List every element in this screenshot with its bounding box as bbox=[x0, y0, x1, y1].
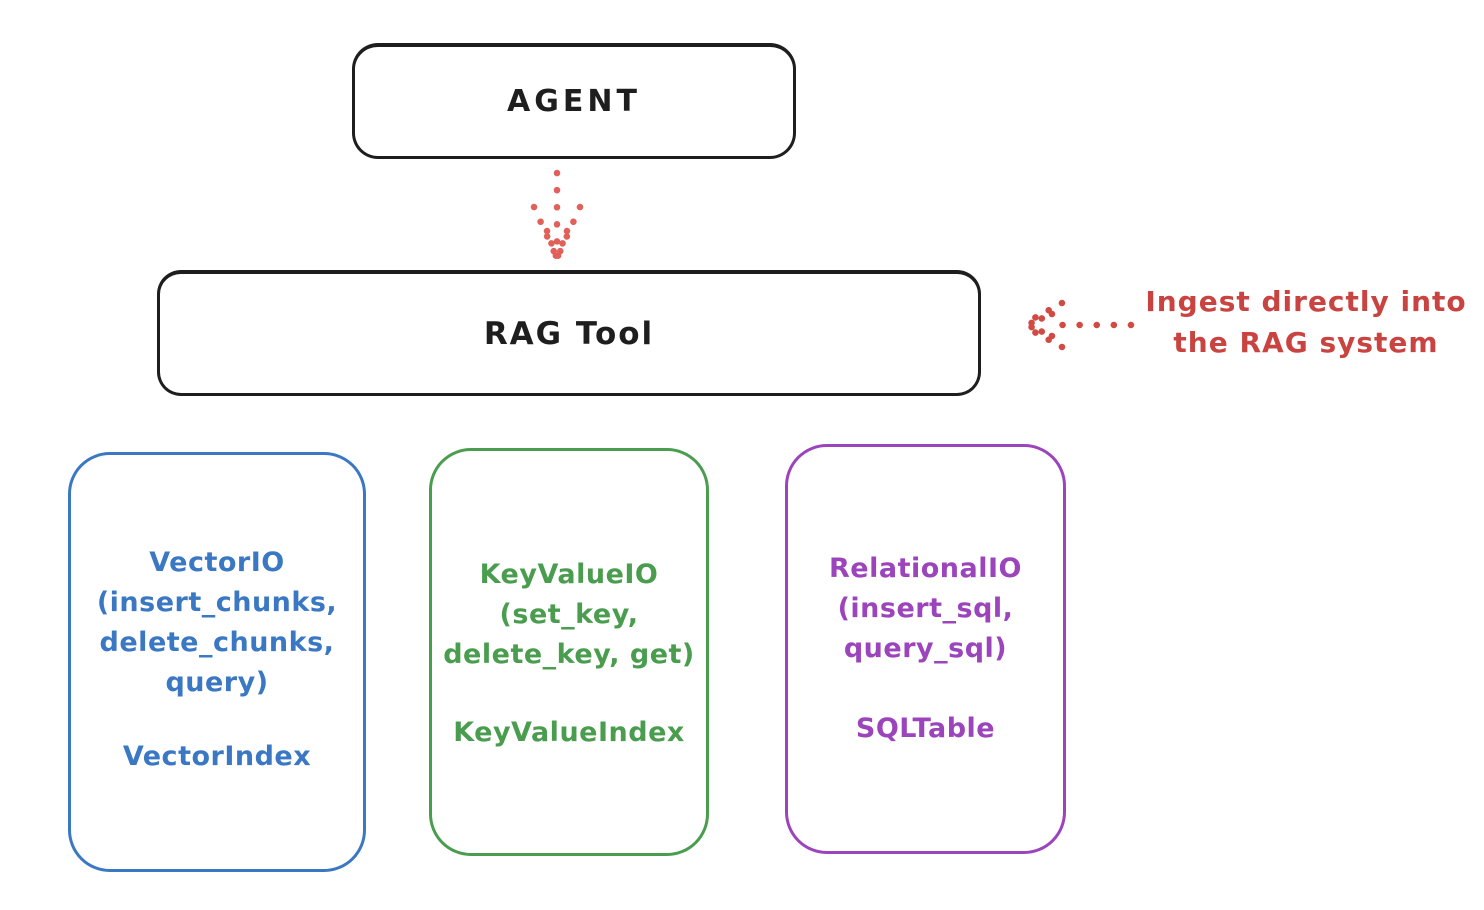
card-title-line: delete_chunks, bbox=[99, 627, 335, 658]
ingest-annotation-line2: the RAG system bbox=[1173, 326, 1439, 359]
rag-tool-node: RAG Tool bbox=[157, 270, 981, 396]
card-title-line: KeyValueIO bbox=[479, 559, 659, 590]
ingest-annotation-line1: Ingest directly into bbox=[1145, 285, 1467, 318]
keyvalue-io-card: KeyValueIO (set_key, delete_key, get) Ke… bbox=[429, 448, 709, 856]
card-title-line: VectorIO bbox=[149, 547, 285, 578]
card-title-line: (set_key, bbox=[499, 599, 639, 630]
card-title-line: query_sql) bbox=[843, 633, 1008, 664]
card-title-line: (insert_chunks, bbox=[96, 587, 338, 618]
relational-io-card: RelationalIO (insert_sql, query_sql) SQL… bbox=[785, 444, 1066, 854]
annotation-to-rag-arrow-icon bbox=[1023, 299, 1135, 351]
keyvalue-io-title: KeyValueIO (set_key, delete_key, get) bbox=[432, 555, 706, 675]
keyvalue-index-label: KeyValueIndex bbox=[453, 717, 685, 748]
card-title-line: (insert_sql, bbox=[837, 593, 1014, 624]
agent-to-rag-arrow-icon bbox=[530, 169, 584, 260]
vector-index-label: VectorIndex bbox=[122, 741, 312, 772]
vector-io-title: VectorIO (insert_chunks, delete_chunks, … bbox=[71, 543, 363, 703]
card-title-line: query) bbox=[165, 667, 269, 698]
agent-node: AGENT bbox=[352, 43, 796, 159]
sql-table-label: SQLTable bbox=[855, 713, 996, 744]
card-title-line: RelationalIO bbox=[829, 553, 1022, 584]
vector-io-card: VectorIO (insert_chunks, delete_chunks, … bbox=[68, 452, 366, 872]
ingest-annotation: Ingest directly into the RAG system bbox=[1138, 281, 1474, 363]
card-title-line: delete_key, get) bbox=[443, 639, 695, 670]
relational-io-title: RelationalIO (insert_sql, query_sql) bbox=[788, 549, 1063, 669]
agent-label: AGENT bbox=[507, 84, 641, 119]
rag-tool-label: RAG Tool bbox=[483, 315, 655, 352]
